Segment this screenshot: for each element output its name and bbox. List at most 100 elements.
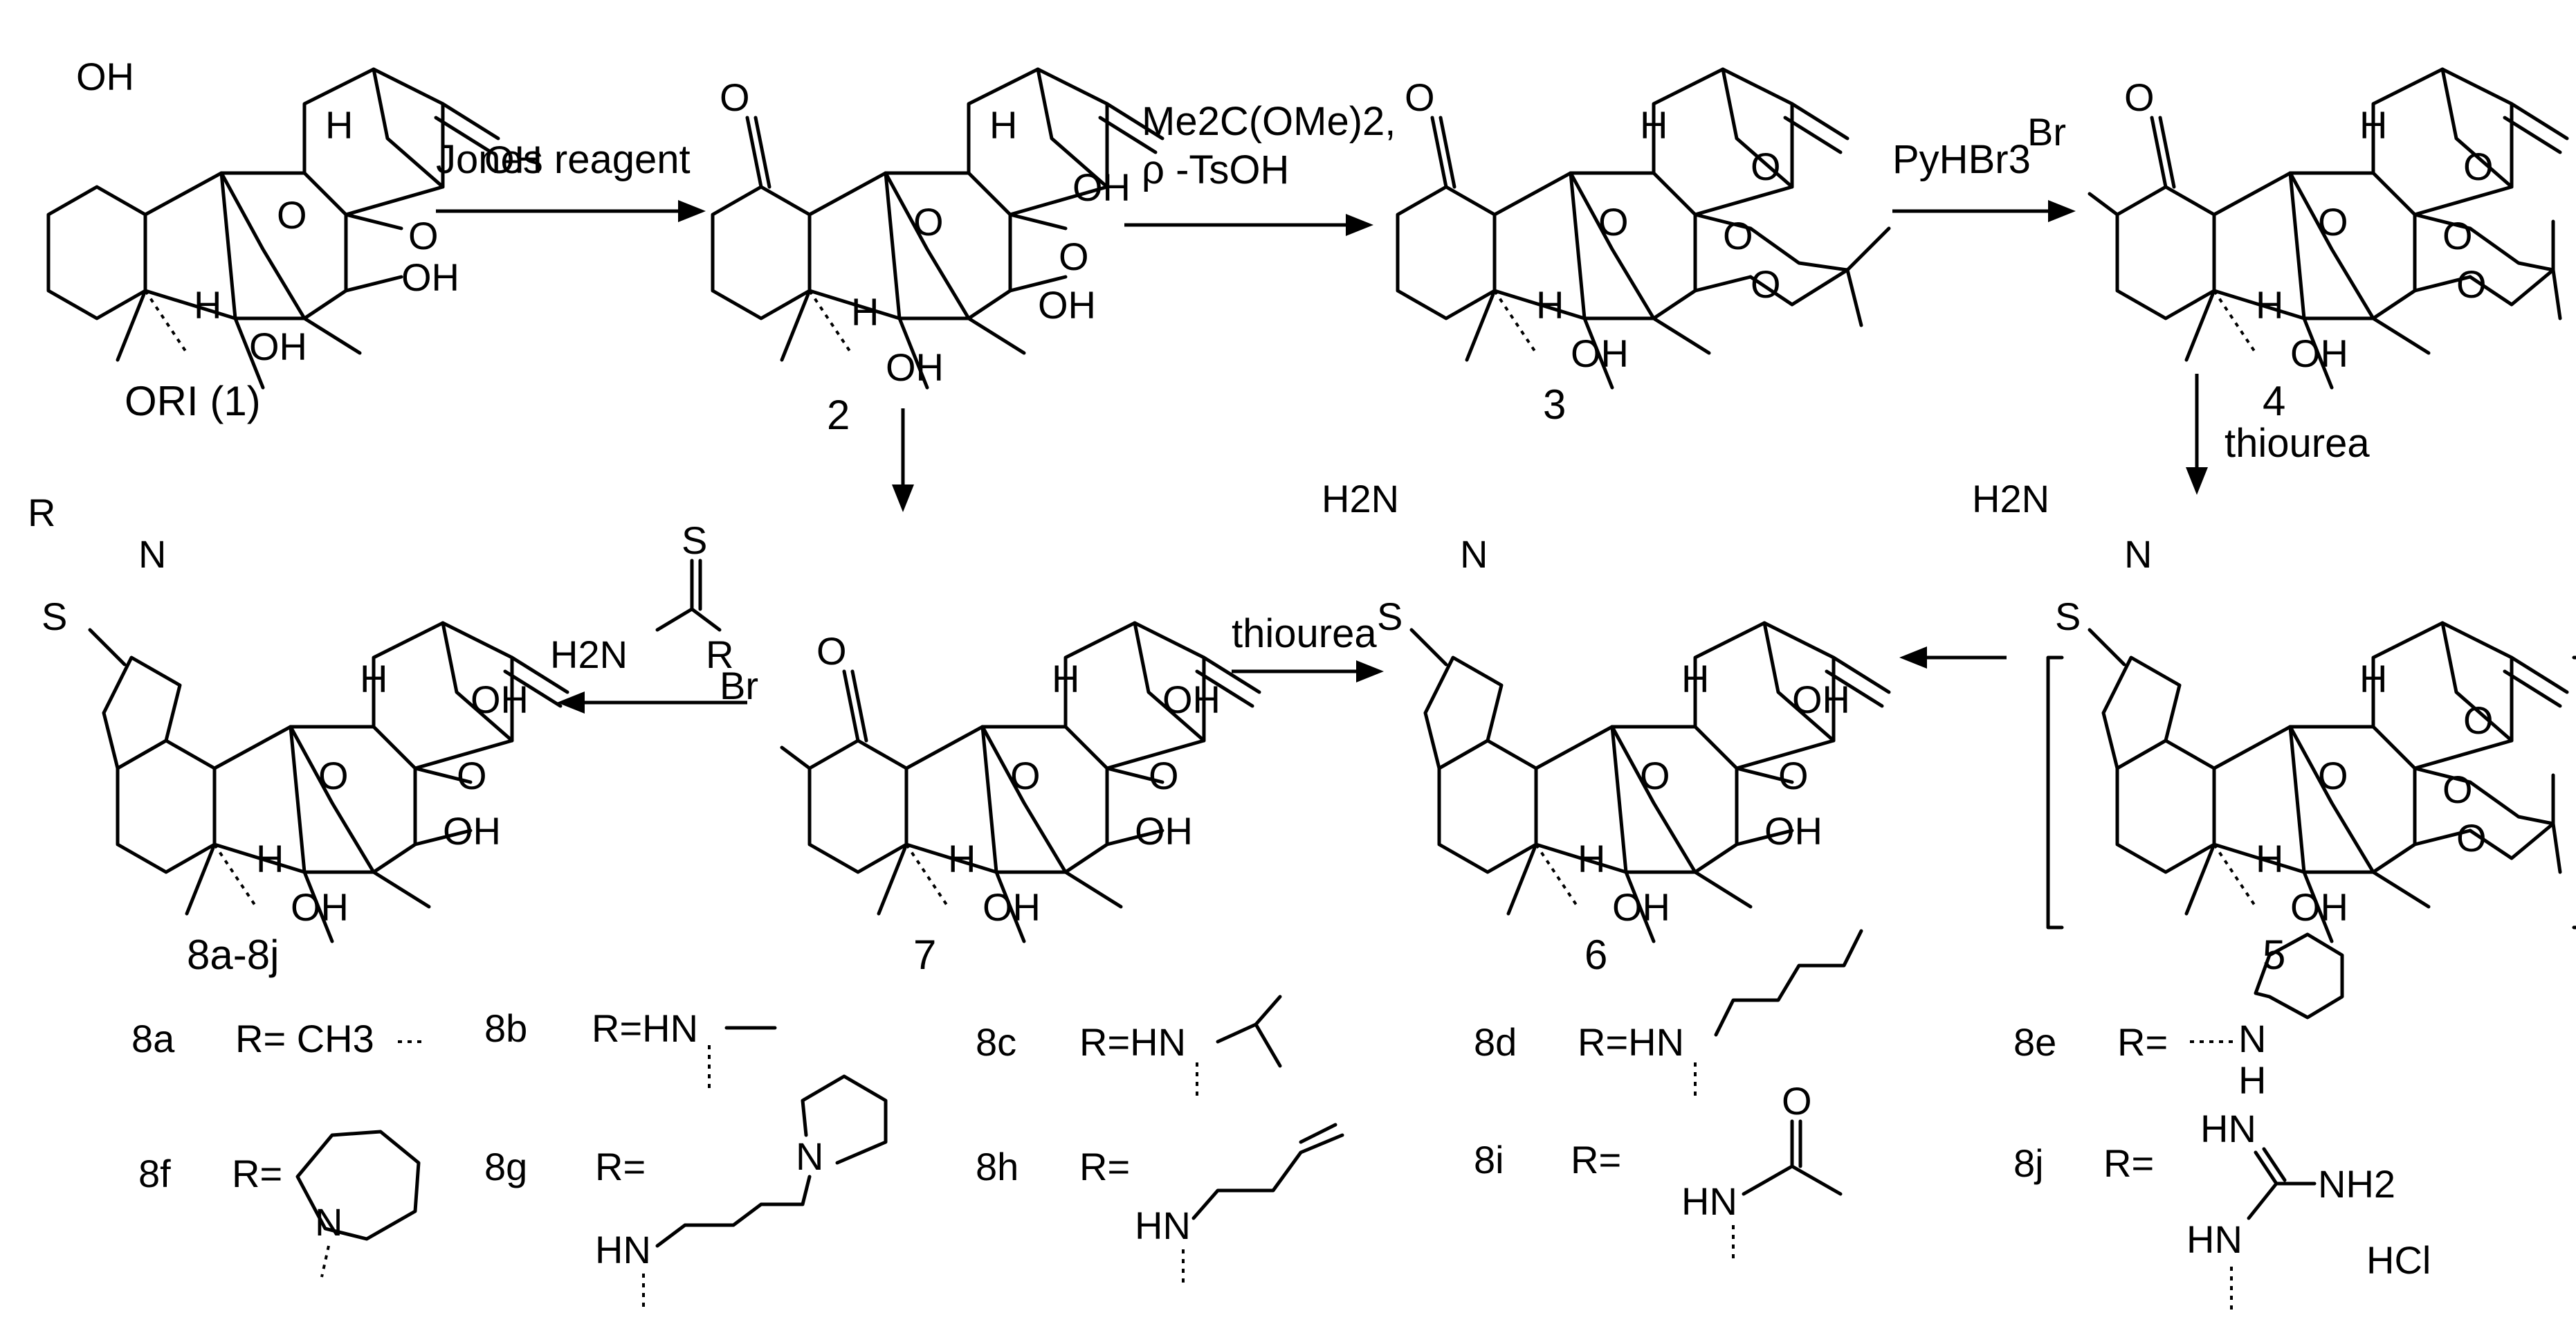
svg-text:R=: R= xyxy=(1079,1145,1130,1188)
oxygen-label: O xyxy=(1640,754,1670,797)
substituent-8a: 8a R= CH3 xyxy=(131,1017,426,1060)
compound-2: O H OH O O OH H OH 2 xyxy=(713,69,1162,438)
thioamide-reagent: S H2N R xyxy=(550,518,733,676)
hydroxyl-label: OH xyxy=(443,809,501,853)
hydrogen-label: H xyxy=(1578,837,1605,880)
substituent-8h: 8h R= HN xyxy=(976,1123,1344,1287)
svg-text:R=: R= xyxy=(2103,1141,2154,1185)
oxygen-label: O xyxy=(2456,262,2487,306)
hydrogen-label: H xyxy=(1536,283,1564,327)
substituent-8d: 8d R=HN xyxy=(1474,929,1863,1097)
nitrogen-label: N xyxy=(315,1200,342,1244)
svg-text:8g: 8g xyxy=(484,1145,527,1188)
svg-text:8i: 8i xyxy=(1474,1138,1504,1181)
svg-text:R=: R= xyxy=(1571,1138,1621,1181)
substituent-table: 8a R= CH3 8b R=HN 8c R=HN 8d R=HN 8e R= xyxy=(131,929,2431,1312)
hydrogen-label: H xyxy=(360,657,387,700)
svg-text:8a: 8a xyxy=(131,1017,175,1060)
reagent-label: thiourea xyxy=(2225,421,2370,466)
hydroxyl-label: OH xyxy=(484,138,542,181)
oxygen-label: O xyxy=(2318,200,2348,244)
hydroxyl-label: OH xyxy=(886,345,944,389)
substituent-8i: 8i R= HN O xyxy=(1474,1079,1843,1263)
svg-text:8j: 8j xyxy=(2013,1141,2044,1185)
oxygen-label: O xyxy=(1751,145,1781,188)
r-group-label: R xyxy=(28,491,55,534)
oxygen-label: O xyxy=(2463,145,2494,188)
compound-label: 7 xyxy=(913,932,936,978)
amine-label: HN xyxy=(1135,1204,1191,1247)
compound-label: 4 xyxy=(2263,378,2285,424)
imine-label: HN xyxy=(2200,1107,2256,1150)
reagent-label: ρ -TsOH xyxy=(1142,147,1289,192)
svg-text:8f: 8f xyxy=(138,1152,171,1195)
amine-label: H2N xyxy=(1972,477,2049,520)
hydroxyl-label: OH xyxy=(983,885,1041,929)
compound-label: 3 xyxy=(1543,381,1566,428)
hydrogen-label: H xyxy=(948,837,976,880)
hydrogen-label: H xyxy=(2359,103,2387,147)
hydroxyl-label: OH xyxy=(1792,678,1850,721)
sulfur-label: S xyxy=(682,518,707,562)
hydrogen-label: H xyxy=(851,290,879,334)
hydrogen-label: H xyxy=(256,837,284,880)
nitrogen-label: N xyxy=(138,532,166,576)
nitrogen-label: N xyxy=(2124,532,2152,576)
compound-label: ORI (1) xyxy=(125,378,261,424)
hydrogen-label: H xyxy=(325,103,353,147)
hydrogen-label: H xyxy=(1640,103,1668,147)
svg-text:8d: 8d xyxy=(1474,1020,1517,1064)
nitrogen-label: N xyxy=(796,1134,823,1178)
hydrogen-label: H xyxy=(194,283,221,327)
amine-label: HN xyxy=(2186,1217,2242,1261)
oxygen-label: O xyxy=(720,75,750,119)
oxygen-label: O xyxy=(2442,768,2473,811)
svg-text:R=: R= xyxy=(232,1152,282,1195)
oxygen-label: O xyxy=(2456,816,2487,860)
hydroxyl-label: OH xyxy=(1612,885,1670,929)
substituent-8c: 8c R=HN xyxy=(976,995,1282,1097)
arrow-1-to-2: Jones reagent xyxy=(436,137,706,222)
hydrogen-label: H xyxy=(2238,1058,2266,1102)
oxygen-label: O xyxy=(2318,754,2348,797)
hydrogen-label: H xyxy=(2256,283,2283,327)
substituent-8e: 8e R= N H xyxy=(2013,932,2344,1102)
arrow-5-to-6 xyxy=(1899,646,2007,669)
nitrogen-label: N xyxy=(2238,1017,2266,1060)
hydrogen-label: H xyxy=(989,103,1017,147)
compound-label: 5 xyxy=(2263,932,2285,978)
oxygen-label: O xyxy=(1723,214,1753,257)
hydrogen-label: H xyxy=(2359,657,2387,700)
bromine-label: Br xyxy=(2027,110,2066,154)
svg-text:R= CH3: R= CH3 xyxy=(235,1017,374,1060)
r-group-label: R xyxy=(706,633,733,676)
svg-text:R=: R= xyxy=(595,1145,646,1188)
compound-1: OH H OH O O OH H OH ORI (1) xyxy=(48,55,542,424)
svg-text:R=HN: R=HN xyxy=(592,1006,698,1050)
hydroxyl-label: OH xyxy=(2290,332,2348,375)
substituent-8f: 8f R= N xyxy=(138,1130,421,1278)
compound-5: H2N N S H O O O O H OH 5 xyxy=(1972,477,2576,978)
compound-4: O Br H O O O O H OH 4 xyxy=(2027,69,2567,424)
amine-label: NH2 xyxy=(2318,1162,2395,1206)
oxygen-label: O xyxy=(816,629,847,673)
svg-text:8h: 8h xyxy=(976,1145,1018,1188)
oxygen-label: O xyxy=(318,754,349,797)
bromine-label: Br xyxy=(720,664,758,707)
hydroxyl-label: OH xyxy=(291,885,349,929)
substituent-8g: 8g R= HN N xyxy=(484,1074,888,1312)
hydroxyl-label: OH xyxy=(76,55,134,98)
svg-text:8e: 8e xyxy=(2013,1020,2056,1064)
arrow-7-to-8 xyxy=(557,691,747,714)
arrow-3-to-4: PyHBr3 xyxy=(1892,137,2076,222)
reagent-label: Jones reagent xyxy=(436,137,691,182)
hydrogen-label: H xyxy=(1681,657,1709,700)
amine-label: HN xyxy=(1681,1179,1737,1223)
sulfur-label: S xyxy=(2055,595,2081,638)
reagent-label: Me2C(OMe)2, xyxy=(1142,99,1396,144)
substituent-8b: 8b R=HN xyxy=(484,1006,777,1090)
oxygen-label: O xyxy=(1405,75,1435,119)
hydroxyl-label: OH xyxy=(249,325,307,368)
arrow-7-to-6: thiourea xyxy=(1232,611,1384,682)
svg-text:R=HN: R=HN xyxy=(1578,1020,1684,1064)
